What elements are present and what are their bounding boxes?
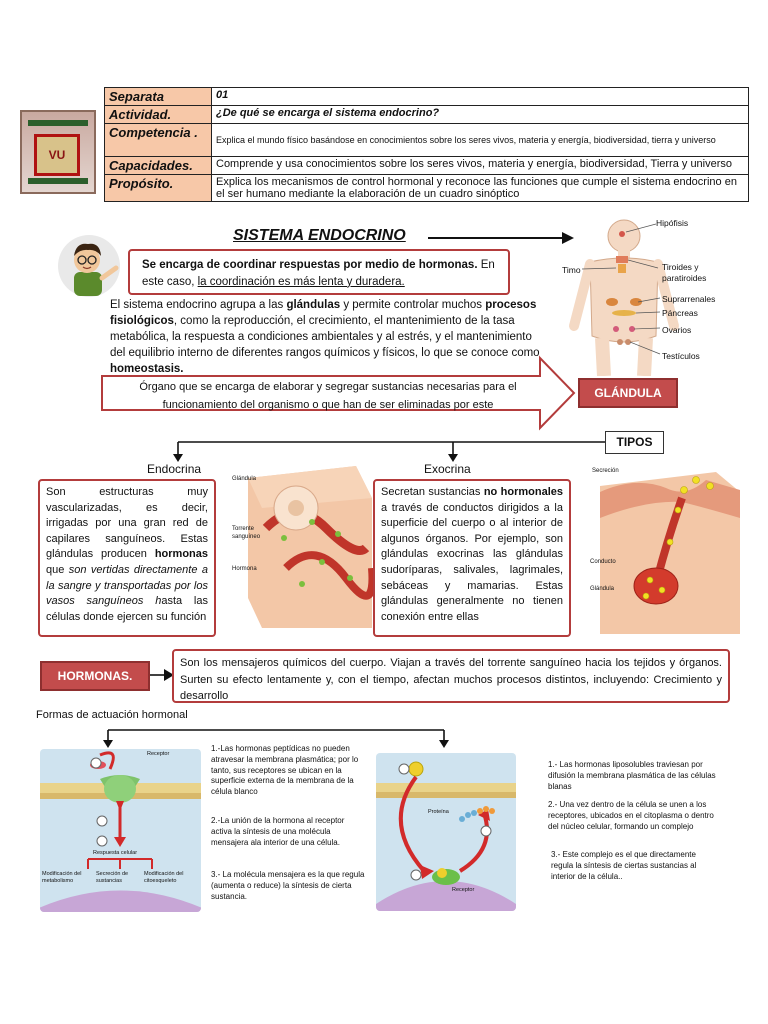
intro-box: Se encarga de coordinar respuestas por m…: [128, 249, 510, 295]
logo-stripe: [28, 120, 88, 126]
endocrine-gland-illustration: [248, 466, 374, 628]
logo-stripe: [28, 178, 88, 184]
paragraph-text: El sistema endocrino agrupa a las: [110, 299, 287, 311]
peptide-hormone-diagram: Receptor Respuesta celular Modificación …: [40, 749, 201, 912]
paragraph-bold: homeostasis.: [110, 363, 184, 376]
header-value: Comprende y usa conocimientos sobre los …: [211, 156, 749, 175]
endocrine-description: El sistema endocrino agrupa a las glándu…: [110, 297, 550, 377]
header-row: Propósito. Explica los mecanismos de con…: [104, 174, 749, 202]
exocrina-box: Secretan sustancias no hormonales a trav…: [373, 479, 571, 637]
d2-step-1: 1.- Las hormonas liposolubles traviesan …: [548, 760, 716, 791]
d2-step-2: 2.- Una vez dentro de la célula se unen …: [548, 800, 714, 831]
lipid-diagram-art: [376, 761, 516, 911]
hormonas-definition-box: Son los mensajeros químicos del cuerpo. …: [172, 649, 730, 703]
label-ovarios: Ovarios: [662, 325, 692, 335]
formas-heading: Formas de actuación hormonal: [36, 709, 188, 721]
endocrina-italic: son vertidas directamente a la sangre y …: [46, 564, 208, 608]
d2-label-proteina: Proteína: [428, 809, 449, 815]
label-pancreas: Páncreas: [662, 308, 698, 318]
endocrina-box: Son estructuras muy vascularizadas, es d…: [38, 479, 216, 637]
header-row: Competencia . Explica el mundo físico ba…: [104, 123, 749, 157]
endocrina-heading: Endocrina: [147, 462, 202, 476]
header-key: Actividad.: [104, 105, 212, 124]
header-row: Actividad. ¿De qué se encarga el sistema…: [104, 105, 749, 124]
exocrina-bold: no hormonales: [483, 486, 563, 498]
d1-label-mod-metab: Modificación del metabolismo: [42, 871, 82, 884]
tipos-label: TIPOS: [605, 431, 664, 454]
endocrina-text: Son estructuras muy vascularizadas, es d…: [46, 486, 208, 561]
human-body-figure: [569, 219, 679, 376]
exocrina-heading: Exocrina: [424, 462, 471, 476]
header-row: Capacidades. Comprende y usa conocimient…: [104, 156, 749, 175]
img-label-secrecion: Secreción: [592, 468, 619, 474]
d1-step-2: 2.-La unión de la hormona al receptor ac…: [211, 816, 345, 847]
hormonas-arrow-icon: [150, 669, 174, 681]
d1-step-1: 1.-Las hormonas peptídicas no pueden atr…: [211, 744, 359, 797]
d1-label-secrecion: Secreción de sustancias: [96, 871, 129, 884]
header-value: 01: [211, 87, 749, 106]
intro-bold-text: Se encarga de coordinar respuestas por m…: [142, 259, 478, 271]
intro-text: En este caso,: [142, 259, 495, 288]
label-suprarrenales: Suprarrenales: [662, 294, 716, 304]
d1-label-receptor: Receptor: [147, 751, 170, 757]
school-logo: VU: [20, 110, 96, 194]
organ-definition: Órgano que se encarga de elaborar y segr…: [139, 381, 517, 411]
header-value: ¿De qué se encarga el sistema endocrino?: [211, 105, 749, 124]
formas-tree-lines: [103, 729, 449, 748]
definition-arrow-shape: [101, 355, 576, 431]
img-label-hormona: Hormona: [232, 566, 257, 572]
img-label-torrente: Torrente sanguíneo: [232, 526, 261, 541]
header-key: Capacidades.: [104, 156, 212, 175]
logo-seal: VU: [34, 134, 80, 176]
intro-underlined-text: la coordinación es más lenta y duradera.: [197, 275, 405, 288]
hormonas-label: HORMONAS.: [40, 661, 150, 691]
label-timo: Timo: [562, 265, 581, 275]
header-table: Separata 01 Actividad. ¿De qué se encarg…: [104, 87, 749, 202]
endocrina-text: asta las células donde ejercen su funció…: [46, 595, 208, 623]
exocrina-text: Secretan sustancias: [381, 486, 484, 498]
endocrina-bold: hormonas: [154, 548, 208, 561]
title-arrow-icon: [428, 232, 574, 244]
header-key: Propósito.: [104, 174, 212, 202]
paragraph-text: , como la reproducción, el crecimiento, …: [110, 315, 540, 360]
glandula-label: GLÁNDULA: [578, 378, 678, 408]
header-value: Explica los mecanismos de control hormon…: [211, 174, 749, 202]
d1-step-3: 3.- La molécula mensajera es la que regu…: [211, 870, 365, 901]
exocrine-gland-illustration: [600, 472, 740, 634]
d1-label-mod-cito: Modificación del citoesqueleto: [144, 871, 184, 884]
endocrina-text: que: [46, 564, 69, 577]
header-value: Explica el mundo físico basándose en con…: [211, 123, 749, 157]
label-hipofisis: Hipófisis: [656, 218, 689, 228]
d1-label-respuesta: Respuesta celular: [93, 850, 138, 856]
label-tiroides: Tiroides y paratiroides: [662, 262, 707, 284]
paragraph-text: y permite controlar muchos: [340, 299, 486, 311]
peptide-diagram-art: [40, 751, 201, 912]
d2-label-receptor: Receptor: [452, 887, 475, 893]
img-label-glandula-exo: Glándula: [590, 586, 615, 592]
d2-step-3: 3.- Este complejo es el que directamente…: [551, 850, 697, 881]
exocrina-text: a través de conductos dirigidos a la sup…: [381, 501, 563, 623]
cartoon-boy-illustration: [58, 235, 120, 297]
lipid-hormone-diagram: Proteína Receptor: [376, 753, 516, 911]
paragraph-bold: procesos fisiológicos: [110, 299, 537, 328]
header-row: Separata 01: [104, 87, 749, 106]
img-label-glandula: Glándula: [232, 476, 257, 482]
header-key: Separata: [104, 87, 212, 106]
label-testiculos: Testículos: [662, 351, 700, 361]
img-label-conducto: Conducto: [590, 559, 616, 565]
paragraph-bold: glándulas: [286, 299, 341, 311]
page-title: SISTEMA ENDOCRINO: [233, 227, 406, 244]
tipos-tree-lines: [173, 441, 605, 462]
header-key: Competencia .: [104, 123, 212, 157]
